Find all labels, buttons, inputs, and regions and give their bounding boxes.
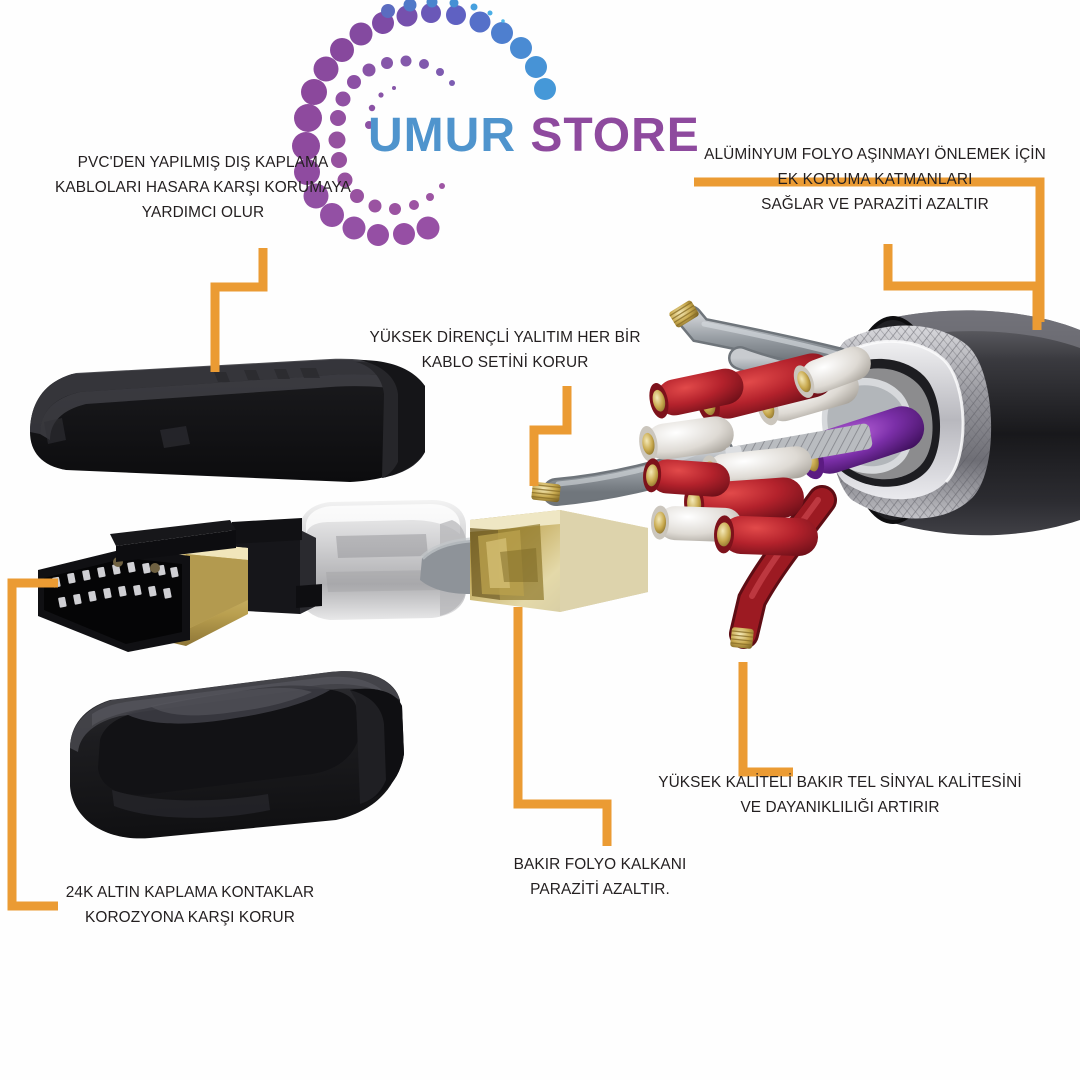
connector-bottom-shell — [70, 671, 404, 839]
leader-aluminium — [694, 177, 1045, 322]
annotation-aluminium-foil: ALÜMİNYUM FOLYO AŞINMAYI ÖNLEMEK İÇİN EK… — [690, 143, 1060, 218]
annotation-line: YARDIMCI OLUR — [141, 203, 265, 221]
brand-logo: UMUR STORE — [280, 0, 700, 250]
dot-spiral-logo — [292, 0, 556, 246]
brand-word-store: STORE — [530, 109, 700, 162]
annotation-copper-foil-shield: BAKIR FOLYO KALKANI PARAZİTİ AZALTIR. — [480, 853, 720, 903]
annotation-line: YÜKSEK DİRENÇLİ YALITIM HER BİR — [369, 329, 641, 346]
annotation-line: KABLO SETİNİ KORUR — [421, 353, 589, 371]
annotation-pvc-jacket: PVC'DEN YAPILMIŞ DIŞ KAPLAMA KABLOLARI H… — [28, 151, 378, 226]
brand-word-umur: UMUR — [368, 109, 516, 162]
leader-insulation — [529, 386, 572, 486]
annotation-line: PVC'DEN YAPILMIŞ DIŞ KAPLAMA — [77, 154, 329, 171]
annotation-line: PARAZİTİ AZALTIR. — [530, 880, 670, 898]
annotation-insulation: YÜKSEK DİRENÇLİ YALITIM HER BİR KABLO SE… — [350, 326, 660, 376]
annotation-line: BAKIR FOLYO KALKANI — [513, 856, 687, 873]
leader-copper-foil — [513, 607, 612, 846]
cable-wires — [531, 300, 925, 649]
annotation-line: YÜKSEK KALİTELİ BAKIR TEL SİNYAL KALİTES… — [658, 774, 1022, 791]
annotation-line: SAĞLAR VE PARAZİTİ AZALTIR — [761, 195, 989, 213]
leader-pvc — [210, 248, 268, 372]
brand-wordmark: UMUR STORE — [368, 108, 700, 163]
leader-gold-contacts — [7, 578, 58, 911]
copper-foil-cone — [420, 510, 648, 612]
leader-aluminium-branch — [883, 244, 1042, 330]
annotation-line: ALÜMİNYUM FOLYO AŞINMAYI ÖNLEMEK İÇİN — [704, 146, 1046, 163]
annotation-line: 24K ALTIN KAPLAMA KONTAKLAR — [65, 884, 315, 901]
connector-top-shell — [30, 358, 425, 482]
annotation-gold-contacts: 24K ALTIN KAPLAMA KONTAKLAR KOROZYONA KA… — [40, 881, 340, 931]
hdmi-gold-plug — [38, 518, 322, 652]
annotation-line: VE DAYANIKLILIĞI ARTIRIR — [740, 798, 940, 816]
leader-copper-wire — [738, 662, 793, 777]
annotation-line: KABLOLARI HASARA KARŞI KORUMAYA — [55, 178, 351, 196]
annotation-line: EK KORUMA KATMANLARI — [777, 170, 973, 188]
annotation-line: KOROZYONA KARŞI KORUR — [85, 908, 295, 926]
annotation-copper-wire: YÜKSEK KALİTELİ BAKIR TEL SİNYAL KALİTES… — [640, 771, 1040, 821]
